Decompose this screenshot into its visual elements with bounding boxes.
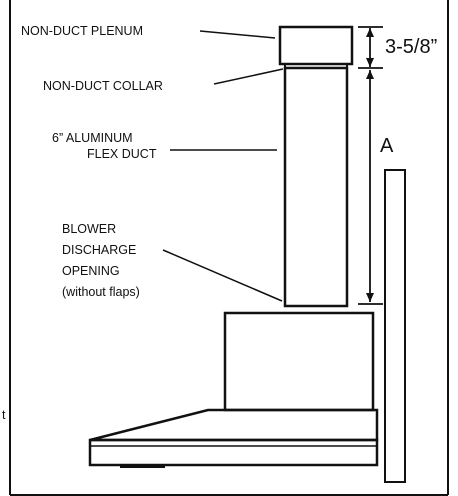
collar-leader — [213, 68, 284, 85]
hood-canopy — [89, 408, 379, 442]
duct-label-line1: 6” ALUMINUM — [52, 131, 133, 145]
non-duct-plenum — [278, 25, 354, 66]
blower-label-line4: (without flaps) — [62, 285, 140, 299]
plenum-dimension-arrow-bottom — [366, 58, 374, 67]
plenum-leader — [199, 30, 276, 39]
blower-label-line1: BLOWER — [62, 222, 116, 236]
wall-panel — [384, 169, 406, 483]
hood-chimney-cover — [223, 311, 375, 412]
plenum-label: NON-DUCT PLENUM — [21, 24, 143, 38]
duct-dimension-label: A — [380, 135, 394, 157]
duct-dimension-arrow-top — [366, 70, 374, 79]
plenum-dimension-arrow-top — [366, 28, 374, 37]
hood-control-strip — [120, 465, 165, 468]
blower-leader — [162, 249, 283, 302]
edge-text-fragment: t — [2, 408, 6, 422]
blower-label-line3: OPENING — [62, 264, 120, 278]
plenum-dimension-value: 3-5/8” — [385, 36, 437, 58]
flex-duct — [283, 66, 349, 308]
duct-dimension-arrow-bottom — [366, 293, 374, 302]
blower-label-line2: DISCHARGE — [62, 243, 136, 257]
collar-label: NON-DUCT COLLAR — [43, 79, 163, 93]
hood-bottom-lip — [88, 438, 379, 467]
duct-dimension — [358, 70, 383, 305]
diagram-frame — [9, 0, 449, 496]
duct-label-line2: FLEX DUCT — [87, 147, 157, 161]
